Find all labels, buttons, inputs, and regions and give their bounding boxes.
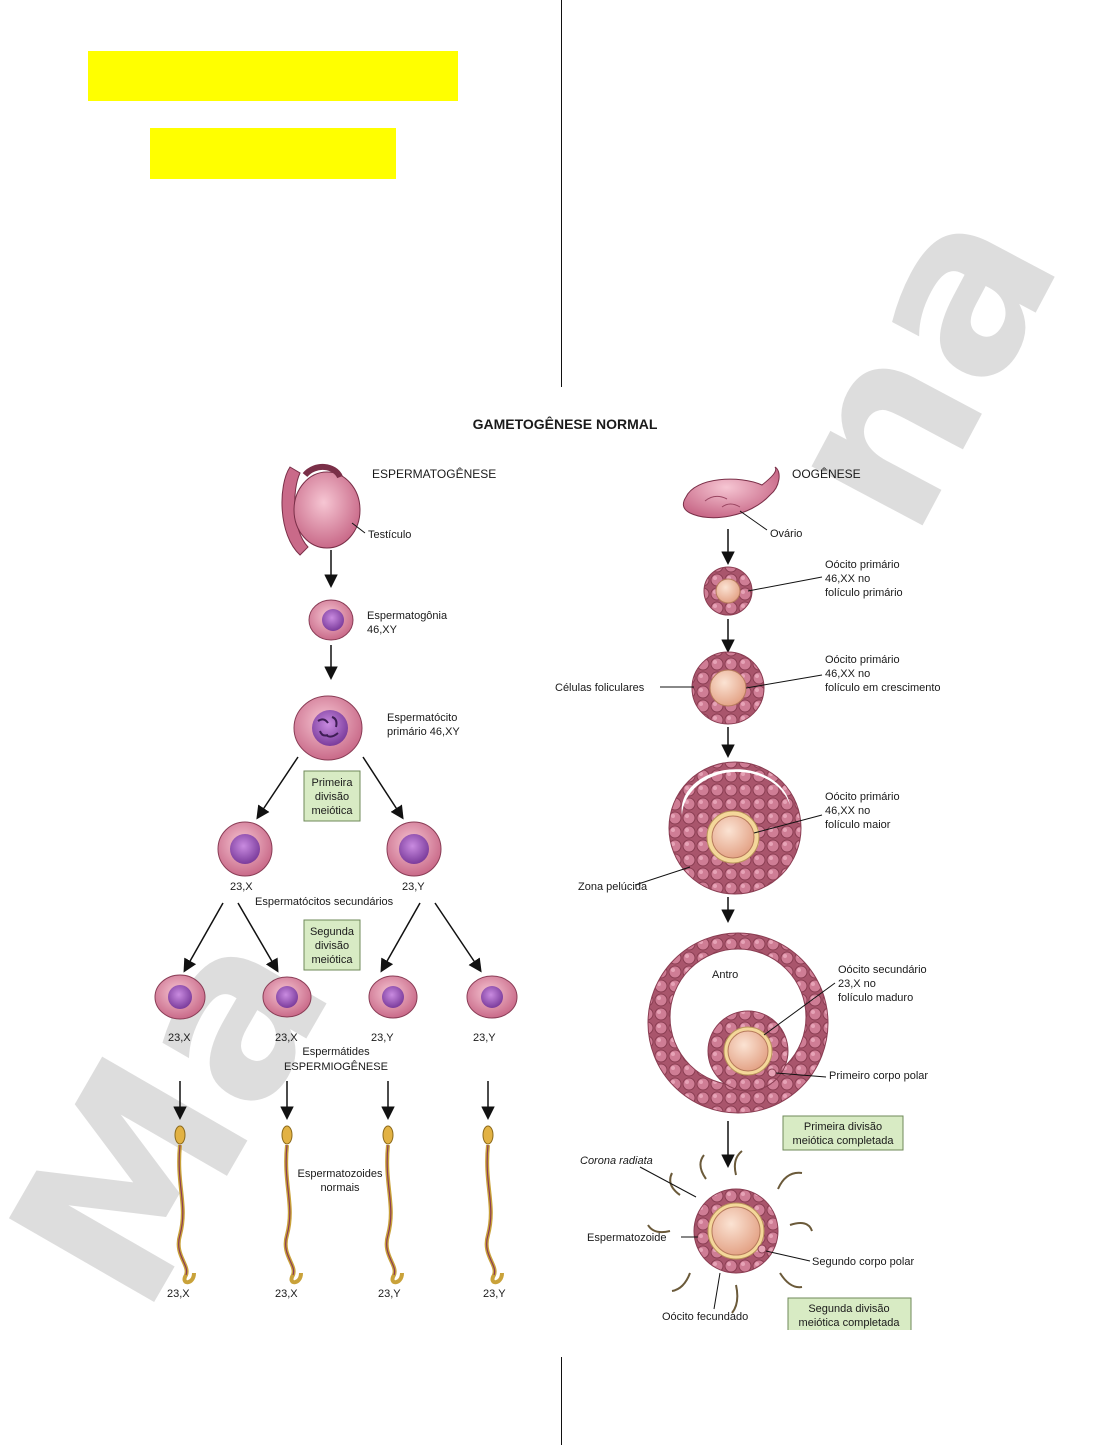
mature-follicle xyxy=(647,932,829,1114)
primary-follicle xyxy=(703,566,753,616)
sperm-4 xyxy=(482,1125,504,1285)
sperm-label-1: Espermatozoides xyxy=(298,1168,383,1180)
spermatid-4 xyxy=(466,975,518,1019)
spermatogonium-label-2: 46,XY xyxy=(367,624,398,636)
svg-text:Segunda divisão: Segunda divisão xyxy=(808,1303,889,1315)
second-polar-body-label: Segundo corpo polar xyxy=(812,1256,914,1268)
mature-follicle-label-2: 23,X no xyxy=(838,978,876,990)
corona-radiata-label: Corona radiata xyxy=(580,1155,653,1167)
svg-text:meiótica: meiótica xyxy=(312,954,354,966)
spermatogonium-cell xyxy=(308,599,354,641)
gametogenesis-diagram: GAMETOGÊNESE NORMAL ESPERMATOGÊNESE Test… xyxy=(150,405,960,1333)
primary-spermatocyte-cell xyxy=(293,695,363,761)
second-division-completed-box: Segunda divisão meiótica completada xyxy=(787,1297,912,1333)
sperm-karyotype-4: 23,Y xyxy=(483,1288,506,1300)
testis-illustration xyxy=(281,464,361,556)
spermatid-karyotype-3: 23,Y xyxy=(371,1032,394,1044)
sperm-1 xyxy=(174,1125,196,1285)
zona-pellucida-label: Zona pelúcida xyxy=(578,881,648,893)
primary-follicle-label-2: 46,XX no xyxy=(825,573,870,585)
svg-text:divisão: divisão xyxy=(315,940,349,952)
spermatid-karyotype-1: 23,X xyxy=(168,1032,191,1044)
column-divider-bottom xyxy=(561,1357,562,1445)
oogenesis-heading: OOGÊNESE xyxy=(792,466,861,481)
larger-follicle-label-1: Oócito primário xyxy=(825,791,900,803)
spermatid-karyotype-4: 23,Y xyxy=(473,1032,496,1044)
fertilized-oocyte-label: Oócito fecundado xyxy=(662,1311,748,1323)
first-polar-body-label: Primeiro corpo polar xyxy=(829,1070,928,1082)
spermatid-2 xyxy=(262,976,312,1018)
sperm-label: Espermatozoide xyxy=(587,1232,667,1244)
first-meiotic-division-box: Primeira divisão meiótica xyxy=(303,770,361,822)
growing-follicle-label-2: 46,XX no xyxy=(825,668,870,680)
secondary-spermatocyte-x xyxy=(217,821,273,877)
ovary-illustration xyxy=(682,466,780,519)
first-division-completed-box: Primeira divisão meiótica completada xyxy=(782,1115,904,1151)
larger-follicle-label-2: 46,XX no xyxy=(825,805,870,817)
secondary-x-karyotype: 23,X xyxy=(230,881,253,893)
primary-spermatocyte-label-1: Espermatócito xyxy=(387,712,457,724)
spermatogenesis-heading: ESPERMATOGÊNESE xyxy=(372,466,496,481)
svg-text:meiótica completada: meiótica completada xyxy=(793,1135,895,1147)
spermatogonium-label-1: Espermatogônia xyxy=(367,610,448,622)
growing-follicle xyxy=(691,651,765,725)
svg-text:meiótica: meiótica xyxy=(312,805,354,817)
primary-spermatocyte-label-2: primário 46,XY xyxy=(387,726,460,738)
growing-follicle-label-1: Oócito primário xyxy=(825,654,900,666)
highlight-bar-2 xyxy=(150,128,396,179)
second-meiotic-division-box: Segunda divisão meiótica xyxy=(303,919,361,971)
figure-title: GAMETOGÊNESE NORMAL xyxy=(473,415,658,432)
column-divider-top xyxy=(561,0,562,387)
testis-label: Testículo xyxy=(368,529,411,541)
sperm-karyotype-2: 23,X xyxy=(275,1288,298,1300)
mature-follicle-label-3: folículo maduro xyxy=(838,992,913,1004)
sperm-3 xyxy=(382,1125,404,1285)
growing-follicle-label-3: folículo em crescimento xyxy=(825,682,941,694)
antrum-label: Antro xyxy=(712,969,738,981)
follicular-cells-label: Células foliculares xyxy=(555,682,645,694)
primary-follicle-label-3: folículo primário xyxy=(825,587,903,599)
spermatids-label: Espermátides xyxy=(302,1046,370,1058)
mature-follicle-label-1: Oócito secundário xyxy=(838,964,927,976)
secondary-spermatocyte-y xyxy=(386,821,442,877)
svg-text:divisão: divisão xyxy=(315,791,349,803)
ovary-label: Ovário xyxy=(770,528,802,540)
spermiogenesis-label: ESPERMIOGÊNESE xyxy=(284,1060,388,1073)
fertilized-oocyte xyxy=(647,1150,813,1314)
secondary-spermatocytes-label: Espermatócitos secundários xyxy=(255,896,394,908)
svg-text:Segunda: Segunda xyxy=(310,926,355,938)
svg-text:Primeira: Primeira xyxy=(312,777,354,789)
secondary-y-karyotype: 23,Y xyxy=(402,881,425,893)
larger-follicle xyxy=(668,761,802,895)
sperm-karyotype-3: 23,Y xyxy=(378,1288,401,1300)
svg-text:Primeira divisão: Primeira divisão xyxy=(804,1121,882,1133)
larger-follicle-label-3: folículo maior xyxy=(825,819,891,831)
spermatid-3 xyxy=(368,975,418,1019)
sperm-karyotype-1: 23,X xyxy=(167,1288,190,1300)
sperm-2 xyxy=(281,1125,303,1285)
primary-follicle-label-1: Oócito primário xyxy=(825,559,900,571)
svg-text:meiótica completada: meiótica completada xyxy=(799,1317,901,1329)
sperm-label-2: normais xyxy=(320,1182,360,1194)
highlight-bar-1 xyxy=(88,51,458,101)
spermatid-karyotype-2: 23,X xyxy=(275,1032,298,1044)
spermatid-1 xyxy=(154,974,206,1020)
